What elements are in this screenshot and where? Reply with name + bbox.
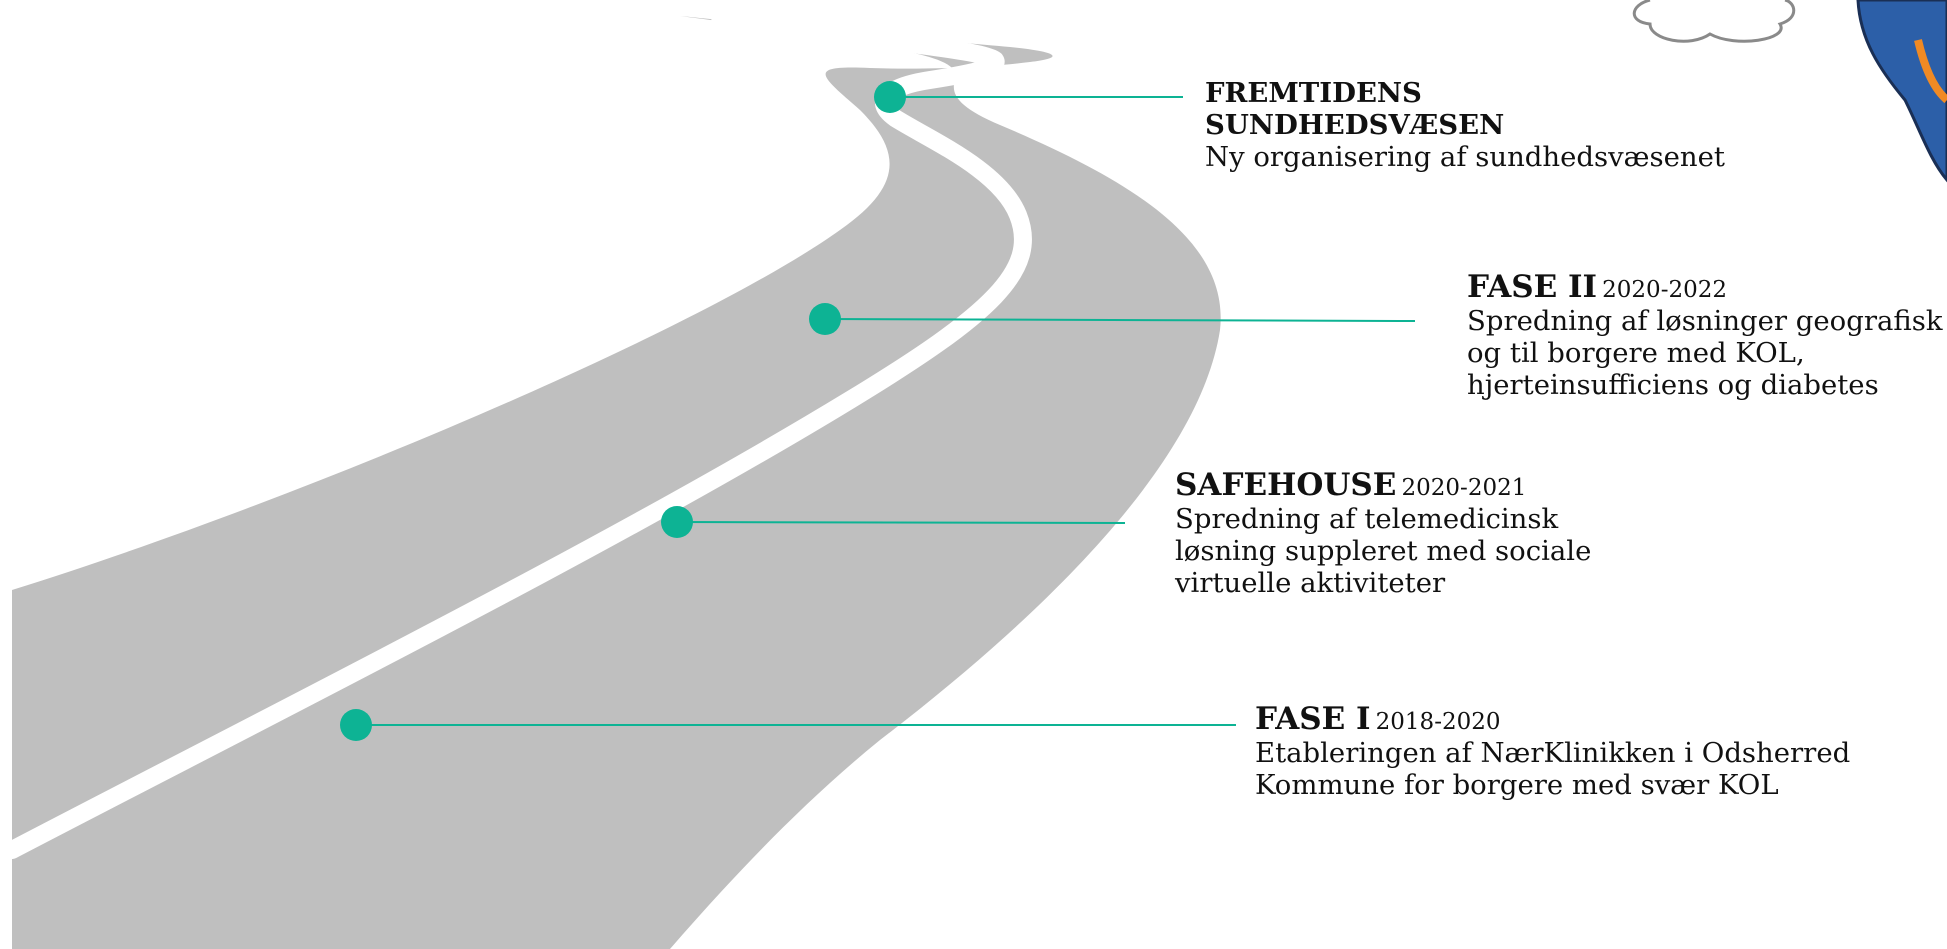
milestone-description: Spredning af løsninger geografisk: [1467, 304, 1943, 337]
milestone-description: Spredning af telemedicinsk: [1175, 502, 1559, 535]
cloud-icon: [1632, 0, 1796, 43]
road: [12, 16, 1221, 949]
milestone-description: og til borgere med KOL,: [1467, 336, 1805, 369]
milestone-years: 2018-2020: [1375, 709, 1501, 735]
milestone-fremtidens: FREMTIDENS SUNDHEDSVÆSEN Ny organisering…: [1205, 77, 1725, 174]
milestone-description: virtuelle aktiviteter: [1175, 566, 1446, 599]
milestone-title: FREMTIDENS: [1205, 77, 1422, 109]
milestone-safehouse: SAFEHOUSE 2020-2021 Spredning af telemed…: [1175, 467, 1592, 600]
milestone-fase2: FASE II 2020-2022 Spredning af løsninger…: [1467, 269, 1943, 402]
connector-safehouse: [676, 521, 1126, 524]
milestone-description: hjerteinsufficiens og diabetes: [1467, 368, 1879, 401]
mascot-figure: [1856, 0, 1947, 183]
milestone-heading: FASE II 2020-2022: [1467, 269, 1943, 306]
milestone-title: SUNDHEDSVÆSEN: [1205, 108, 1505, 141]
milestone-title: FASE II: [1467, 269, 1598, 305]
milestone-heading: FASE I 2018-2020: [1255, 701, 1850, 738]
marker-fremtidens: [874, 81, 906, 113]
connector-fase2: [824, 318, 1416, 322]
milestone-fase1: FASE I 2018-2020 Etableringen af NærKlin…: [1255, 701, 1851, 802]
milestone-title: SAFEHOUSE: [1175, 467, 1397, 503]
marker-fase1: [340, 709, 372, 741]
marker-fase2: [809, 303, 841, 335]
milestone-description: Etableringen af NærKlinikken i Odsherred: [1255, 736, 1851, 769]
milestone-description: løsning suppleret med sociale: [1175, 534, 1592, 567]
milestone-description: Kommune for borgere med svær KOL: [1255, 768, 1779, 801]
milestone-years: 2020-2022: [1602, 277, 1727, 303]
milestone-title: FASE I: [1255, 701, 1371, 737]
milestone-description: Ny organisering af sundhedsvæsenet: [1205, 140, 1725, 173]
marker-safehouse: [661, 506, 693, 538]
milestone-heading: SAFEHOUSE 2020-2021: [1175, 467, 1591, 504]
milestone-years: 2020-2021: [1401, 475, 1527, 501]
